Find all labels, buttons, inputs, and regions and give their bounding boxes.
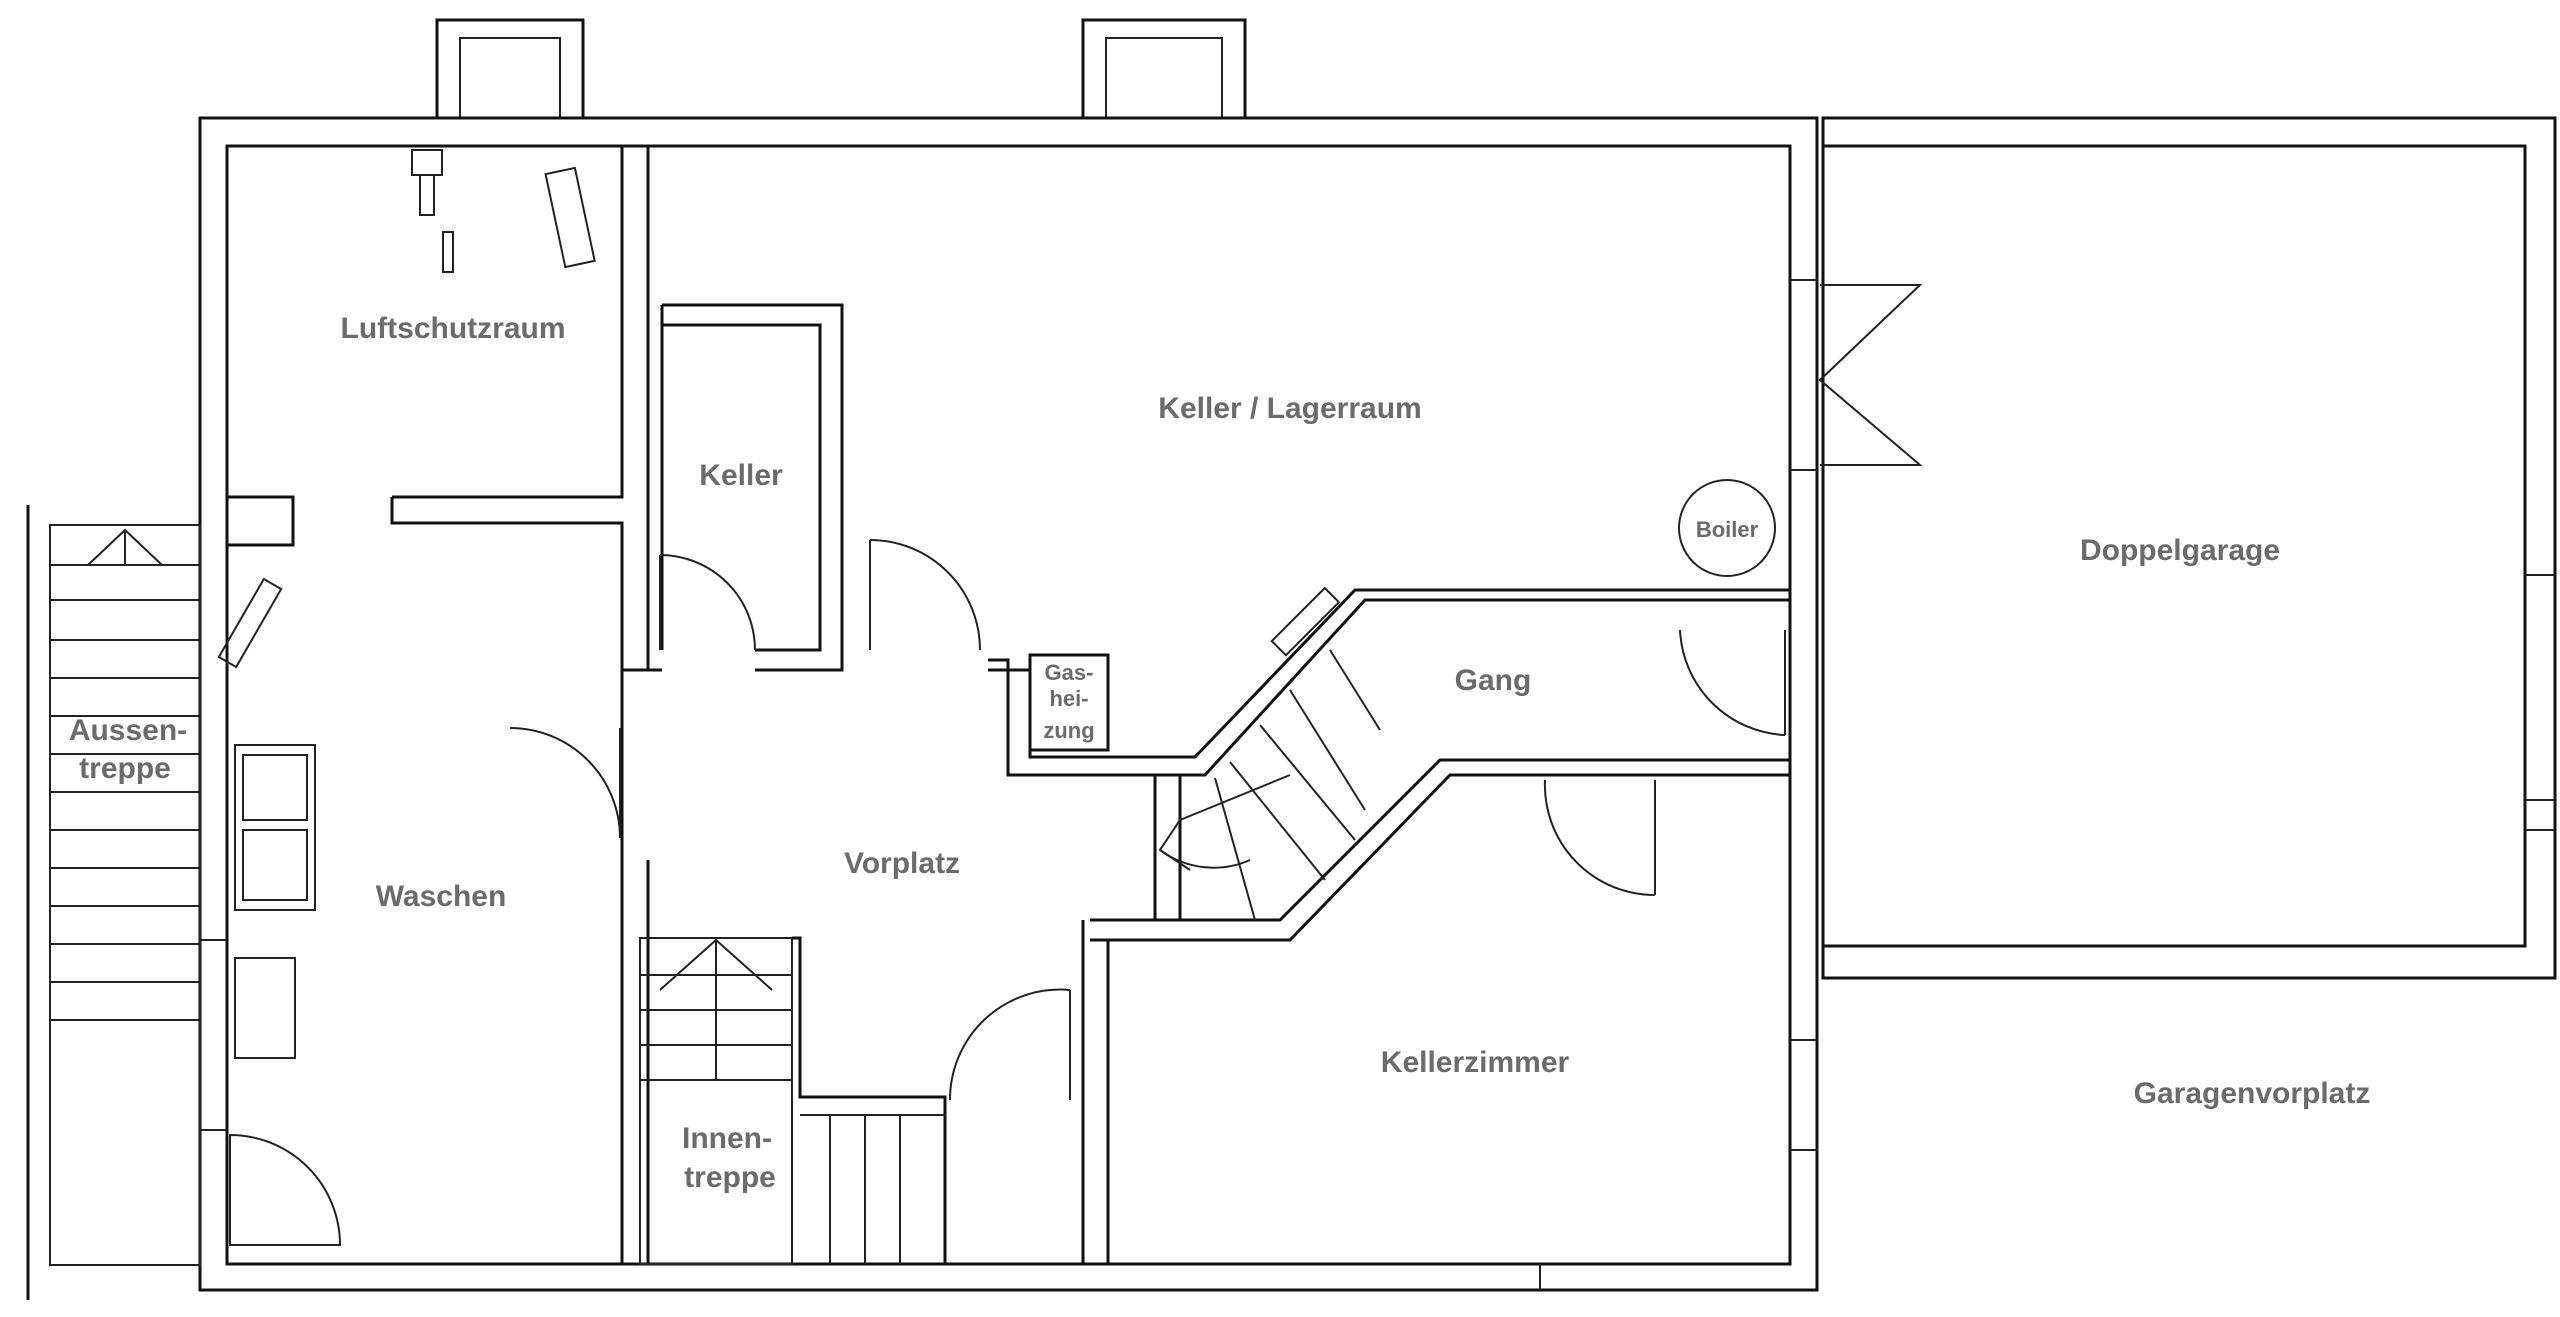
gasheizung-label-1: Gas- [1045, 660, 1094, 685]
window-marks [200, 279, 1817, 1290]
room-label-innentreppe-2: treppe [684, 1161, 776, 1194]
room-label-doppelgarage: Doppelgarage [2080, 534, 2280, 567]
waschen-fixtures [217, 577, 316, 1059]
gang-stair [1158, 586, 1381, 921]
chimney-right [1081, 18, 1247, 120]
inner-stair [639, 936, 947, 1265]
boiler: Boiler [1678, 479, 1776, 577]
keller-walls [660, 303, 844, 672]
gas-heating-box: Gas- hei- zung [1028, 653, 1110, 752]
central-walls [620, 545, 1790, 1264]
room-label-vorplatz: Vorplatz [844, 847, 960, 880]
doors [229, 284, 1923, 1246]
room-label-kellerzimmer: Kellerzimmer [1381, 1046, 1570, 1079]
outer-stair [26, 505, 201, 1300]
gasheizung-label-2: hei- [1049, 686, 1088, 711]
boiler-label: Boiler [1696, 517, 1759, 542]
chimney-left [435, 18, 585, 120]
room-label-garagenvorplatz: Garagenvorplatz [2134, 1077, 2371, 1110]
room-label-aussentreppe-2: treppe [79, 752, 171, 785]
room-label-keller-lagerraum: Keller / Lagerraum [1158, 392, 1421, 425]
gasheizung-label-3: zung [1043, 718, 1094, 743]
garage-walls [1821, 116, 2557, 980]
room-label-waschen: Waschen [376, 880, 507, 913]
room-label-keller: Keller [699, 459, 783, 492]
room-label-aussentreppe-1: Aussen- [69, 714, 187, 747]
room-label-luftschutzraum: Luftschutzraum [341, 312, 566, 345]
luftschutzraum-walls [227, 146, 650, 550]
room-label-innentreppe-1: Innen- [682, 1122, 772, 1155]
room-label-gang: Gang [1455, 664, 1532, 697]
